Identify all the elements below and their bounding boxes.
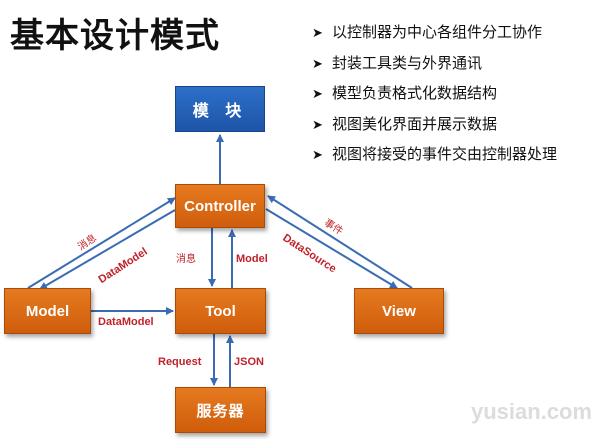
label-tool-server-request: Request: [158, 356, 202, 368]
bullet-item: ➤ 模型负责格式化数据结构: [302, 83, 557, 114]
page-title: 基本设计模式: [10, 16, 220, 56]
module-node: 模 块: [175, 86, 265, 132]
view-node: View: [354, 288, 444, 334]
watermark: yusian.com: [470, 399, 592, 424]
label-model-tool-datamodel: DataModel: [98, 316, 154, 328]
bullet-text: 以控制器为中心各组件分工协作: [332, 23, 543, 41]
bullet-item: ➤ 以控制器为中心各组件分工协作: [302, 22, 557, 53]
bullet-text: 模型负责格式化数据结构: [332, 84, 498, 102]
bullet-text: 视图将接受的事件交由控制器处理: [332, 145, 558, 163]
label-tool-controller-model: Model: [236, 253, 268, 265]
arrow-right-icon: ➤: [312, 56, 323, 72]
arrow-right-icon: ➤: [312, 87, 323, 102]
arrow-model-to-controller: [27, 197, 176, 289]
bullet-item: ➤ 视图将接受的事件交由控制器处理: [302, 144, 557, 175]
bullet-list: ➤ 以控制器为中心各组件分工协作 ➤ 封装工具类与外界通讯 ➤ 模型负责格式化数据结构…: [302, 22, 557, 175]
arrow-right-icon: ➤: [312, 148, 323, 163]
controller-node: Controller: [175, 184, 265, 228]
bullet-item: ➤ 封装工具类与外界通讯: [302, 53, 557, 84]
arrow-controller-to-model: [39, 209, 176, 290]
server-node: 服务器: [175, 387, 266, 433]
label-controller-tool-message: 消息: [176, 254, 196, 265]
arrow-view-to-controller: [267, 195, 413, 289]
bullet-item: ➤ 视图美化界面并展示数据: [302, 114, 557, 145]
bullet-text: 视图美化界面并展示数据: [332, 114, 498, 133]
tool-node: Tool: [175, 288, 266, 334]
arrow-controller-to-view: [265, 208, 398, 289]
label-server-tool-json: JSON: [234, 356, 264, 368]
bullet-text: 封装工具类与外界通讯: [332, 53, 483, 72]
arrow-right-icon: ➤: [312, 117, 323, 133]
model-node: Model: [4, 288, 91, 334]
arrow-right-icon: ➤: [312, 26, 323, 41]
